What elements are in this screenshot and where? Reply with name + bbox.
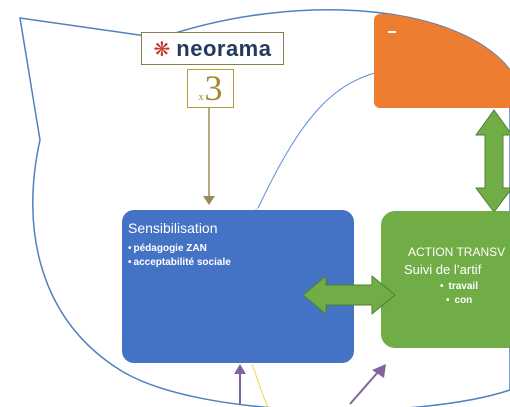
neorama-logo: ❋ neorama	[141, 32, 284, 65]
list-item: travail	[440, 280, 510, 294]
sensibilisation-title: Sensibilisation	[128, 220, 218, 236]
purple-arrow-right	[349, 371, 379, 405]
logo-text: neorama	[176, 35, 272, 61]
action-content: ACTION TRANSV Suivi de l’artif travail c…	[394, 245, 510, 308]
badge-connector-arrowhead	[203, 196, 215, 205]
sensibilisation-list: pédagogie ZAN acceptabilité sociale	[128, 242, 348, 270]
green-horizontal-double-arrow	[302, 274, 396, 316]
asterisk-flower-icon: ❋	[153, 36, 171, 61]
purple-arrow-right-head	[372, 364, 386, 378]
orange-box-label-remnant	[388, 31, 396, 33]
badge-prefix: x	[198, 92, 204, 103]
list-item: pédagogie ZAN	[128, 242, 348, 256]
orange-box	[374, 14, 510, 108]
list-item: acceptabilité sociale	[128, 256, 348, 270]
badge-number: 3	[204, 68, 223, 108]
action-title: ACTION TRANSV	[408, 245, 506, 259]
multiplier-badge: x 3	[187, 69, 234, 108]
yellow-bottom-line	[251, 363, 269, 407]
list-item: con	[446, 294, 510, 308]
action-subtitle: Suivi de l’artif	[404, 262, 482, 277]
thin-blue-curve	[257, 71, 379, 209]
purple-arrow-left-head	[234, 364, 246, 374]
sensibilisation-content: Sensibilisation pédagogie ZAN acceptabil…	[128, 220, 348, 270]
action-list: travail con	[394, 280, 510, 308]
